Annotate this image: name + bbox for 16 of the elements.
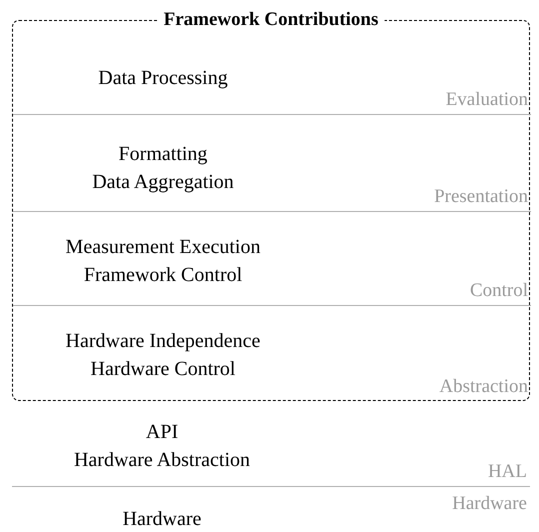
layer-item: Hardware Independence [66,329,260,354]
layer-label: Abstraction [439,376,528,398]
layer-item: Measurement Execution [66,235,260,260]
layer-label: Presentation [434,186,528,208]
layer-label: HAL [488,461,527,483]
layer-item: Hardware [122,507,202,532]
layer-item: Hardware Control [90,357,236,382]
layer-item: Data Aggregation [92,170,234,195]
layer-label: Control [470,280,528,302]
layer-item: API [146,420,178,445]
layer-item: Hardware Abstraction [74,448,250,473]
layer-item: Data Processing [98,66,228,91]
layer-label: Hardware [452,493,527,515]
layer-item: Framework Control [84,263,242,288]
layer-item: Formatting [118,142,208,167]
layer-label: Evaluation [446,89,528,111]
